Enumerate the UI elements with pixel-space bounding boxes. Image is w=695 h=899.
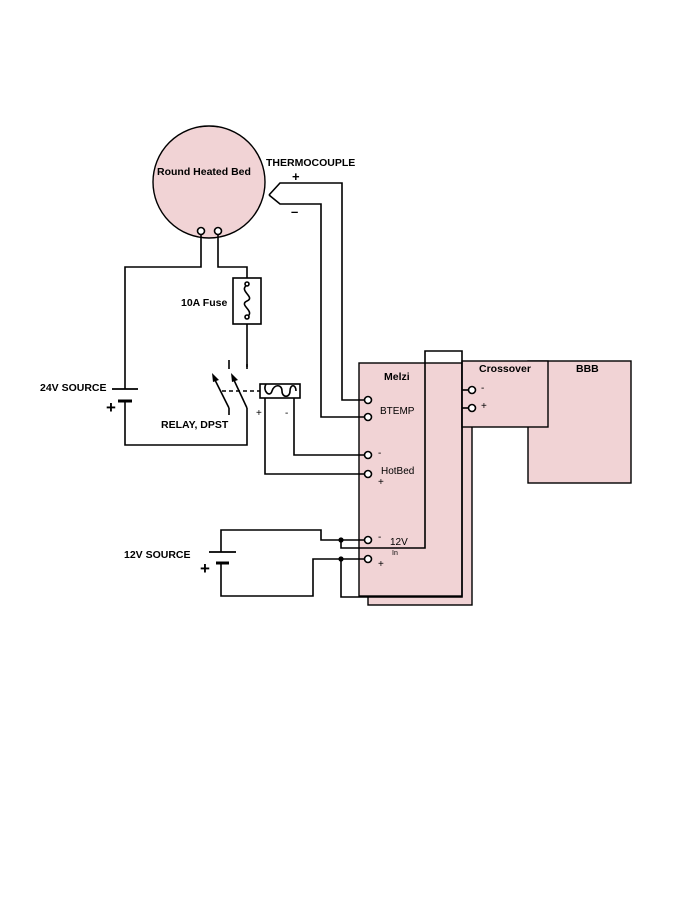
thermocouple-label: THERMOCOUPLE <box>266 157 355 169</box>
v12-terminal-minus[interactable] <box>363 535 373 545</box>
v12-minus-branch <box>340 350 463 549</box>
thermocouple-plus-sign: + <box>292 169 300 184</box>
battery-12v-top-wire <box>220 529 364 552</box>
relay-label: RELAY, DPST <box>161 419 229 431</box>
source-12v-label: 12V SOURCE <box>124 549 191 561</box>
btemp-terminal-2[interactable] <box>363 412 373 422</box>
hotbed-terminal-plus[interactable] <box>363 469 373 479</box>
relay-coil-winding <box>264 383 297 398</box>
bed-wire-left-lower <box>124 401 248 446</box>
relay-coil-plus-wire <box>264 398 364 475</box>
btemp-terminal-1[interactable] <box>363 395 373 405</box>
bed-wire-right <box>217 231 248 282</box>
crossover-minus-sign: - <box>481 383 484 394</box>
crossover-plus-sign: + <box>481 401 487 412</box>
v12-in-label: 12V <box>390 537 408 548</box>
thermocouple-plus-wire <box>268 182 364 401</box>
v12-in-sublabel: In <box>392 550 398 557</box>
v12-minus-sign: - <box>378 532 381 543</box>
melzi-board <box>358 362 463 597</box>
fuse-terminal-top <box>244 281 250 287</box>
bbb-label: BBB <box>576 363 599 375</box>
crossover-terminal-plus[interactable] <box>467 403 477 413</box>
melzi-label: Melzi <box>384 371 410 383</box>
fuse-terminal-bottom <box>244 314 250 320</box>
relay-contact-2-blade <box>232 377 248 409</box>
relay-contact-1-blade <box>213 377 230 409</box>
bed-terminal-right <box>213 226 223 236</box>
relay-coil-minus-wire <box>293 398 364 456</box>
hotbed-plus-sign: + <box>378 477 384 488</box>
junction-v12-minus <box>338 537 344 543</box>
thermocouple-minus-sign: – <box>291 204 298 219</box>
bed-wire-left <box>124 231 202 389</box>
hotbed-label: HotBed <box>381 466 414 477</box>
fuse-label: 10A Fuse <box>181 297 227 309</box>
btemp-label: BTEMP <box>380 406 415 417</box>
fuse-element <box>243 284 251 318</box>
crossover-terminal-minus[interactable] <box>467 385 477 395</box>
junction-v12-plus <box>338 556 344 562</box>
v12-terminal-plus[interactable] <box>363 554 373 564</box>
crossover-label: Crossover <box>479 363 531 375</box>
heated-bed-label: Round Heated Bed <box>157 166 251 178</box>
v12-plus-sign: + <box>378 559 384 570</box>
relay-minus-sign: - <box>285 408 288 419</box>
crossover-board <box>461 360 549 428</box>
thermocouple-minus-wire <box>268 194 364 418</box>
relay-plus-sign: + <box>256 408 262 419</box>
source-12v-plus-sign: + <box>200 559 210 578</box>
heated-bed-circle <box>152 125 266 239</box>
battery-12v-bottom-wire <box>220 558 364 597</box>
source-24v-label: 24V SOURCE <box>40 382 107 394</box>
v12-plus-branch <box>340 361 463 598</box>
relay-arrow-2 <box>231 373 238 382</box>
hotbed-terminal-minus[interactable] <box>363 450 373 460</box>
bed-terminal-left <box>196 226 206 236</box>
source-24v-plus-sign: + <box>106 398 116 417</box>
hotbed-minus-sign: - <box>378 448 381 459</box>
relay-arrow-1 <box>212 373 219 382</box>
